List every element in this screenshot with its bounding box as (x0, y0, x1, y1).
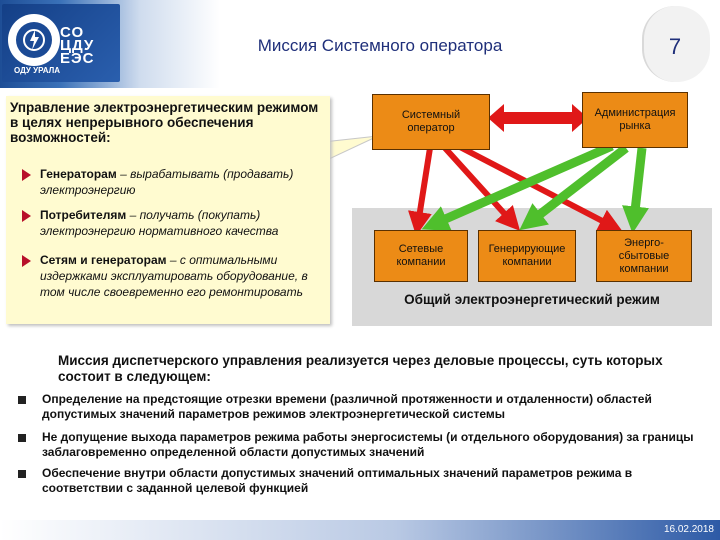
box-label: Системный (401, 109, 461, 121)
green-arrow-icon (519, 144, 629, 231)
process-item: Не допущение выхода параметров режима ра… (42, 430, 694, 459)
red-arrow-icon (408, 147, 433, 236)
box-label: сбытовые (618, 249, 670, 262)
left-panel-heading: Управление электроэнергетическим режимом… (10, 100, 319, 145)
box-label: компании (502, 256, 552, 268)
logo-text: СО ЦДУ ЕЭС (60, 24, 95, 67)
left-item-lead: Потребителям (40, 208, 127, 222)
box-label: компании (396, 256, 446, 268)
red-arrow-icon (442, 145, 521, 231)
page-number: 7 (668, 34, 682, 59)
box-label: оператор (407, 122, 455, 134)
box-label: рынка (619, 120, 651, 132)
footer-date: 16.02.2018 (663, 524, 714, 535)
red-bullet-icon (22, 169, 31, 181)
left-item-text: – вырабатывать (продавать) электроэнерги… (40, 167, 294, 197)
mission-intro: Миссия диспетчерского управления реализу… (58, 353, 663, 384)
left-info-panel (6, 96, 330, 324)
left-item-generators: Генераторам – вырабатывать (продавать) э… (40, 166, 328, 198)
header-band (0, 0, 720, 88)
left-item-text: – получать (покупать) электроэнергию нор… (40, 208, 279, 238)
red-bullet-icon (22, 255, 31, 267)
box-label: Энерго- (624, 236, 664, 249)
green-arrow-icon (622, 147, 649, 234)
process-item: Обеспечение внутри области допустимых зн… (42, 466, 633, 495)
regime-label: Общий электроэнергетический режим (404, 292, 660, 307)
footer-band (0, 520, 720, 540)
box-label: компании (619, 262, 669, 275)
square-bullet-icon (18, 434, 26, 442)
double-red-arrow-icon (488, 104, 588, 132)
logo-subtext: ОДУ УРАЛА (14, 66, 60, 75)
process-item: Определение на предстоящие отрезки време… (42, 392, 652, 421)
square-bullet-icon (18, 396, 26, 404)
left-item-networks: Сетям и генераторам – с оптимальными изд… (40, 252, 328, 300)
page-number-badge (642, 6, 710, 82)
logo-lightning-icon (23, 29, 45, 51)
box-label: Генерирующие (488, 243, 566, 255)
left-item-consumers: Потребителям – получать (покупать) элект… (40, 207, 328, 239)
left-item-text: – с оптимальными издержками эксплуатиров… (40, 253, 308, 299)
box-label: Сетевые (398, 243, 444, 255)
page-title: Миссия Системного оператора (257, 36, 503, 55)
square-bullet-icon (18, 470, 26, 478)
red-bullet-icon (22, 210, 31, 222)
green-arrow-icon (421, 141, 614, 231)
red-arrow-icon (456, 143, 623, 232)
left-item-lead: Сетям и генераторам (40, 253, 167, 267)
box-label: Администрация (594, 107, 676, 119)
left-item-lead: Генераторам (40, 167, 117, 181)
